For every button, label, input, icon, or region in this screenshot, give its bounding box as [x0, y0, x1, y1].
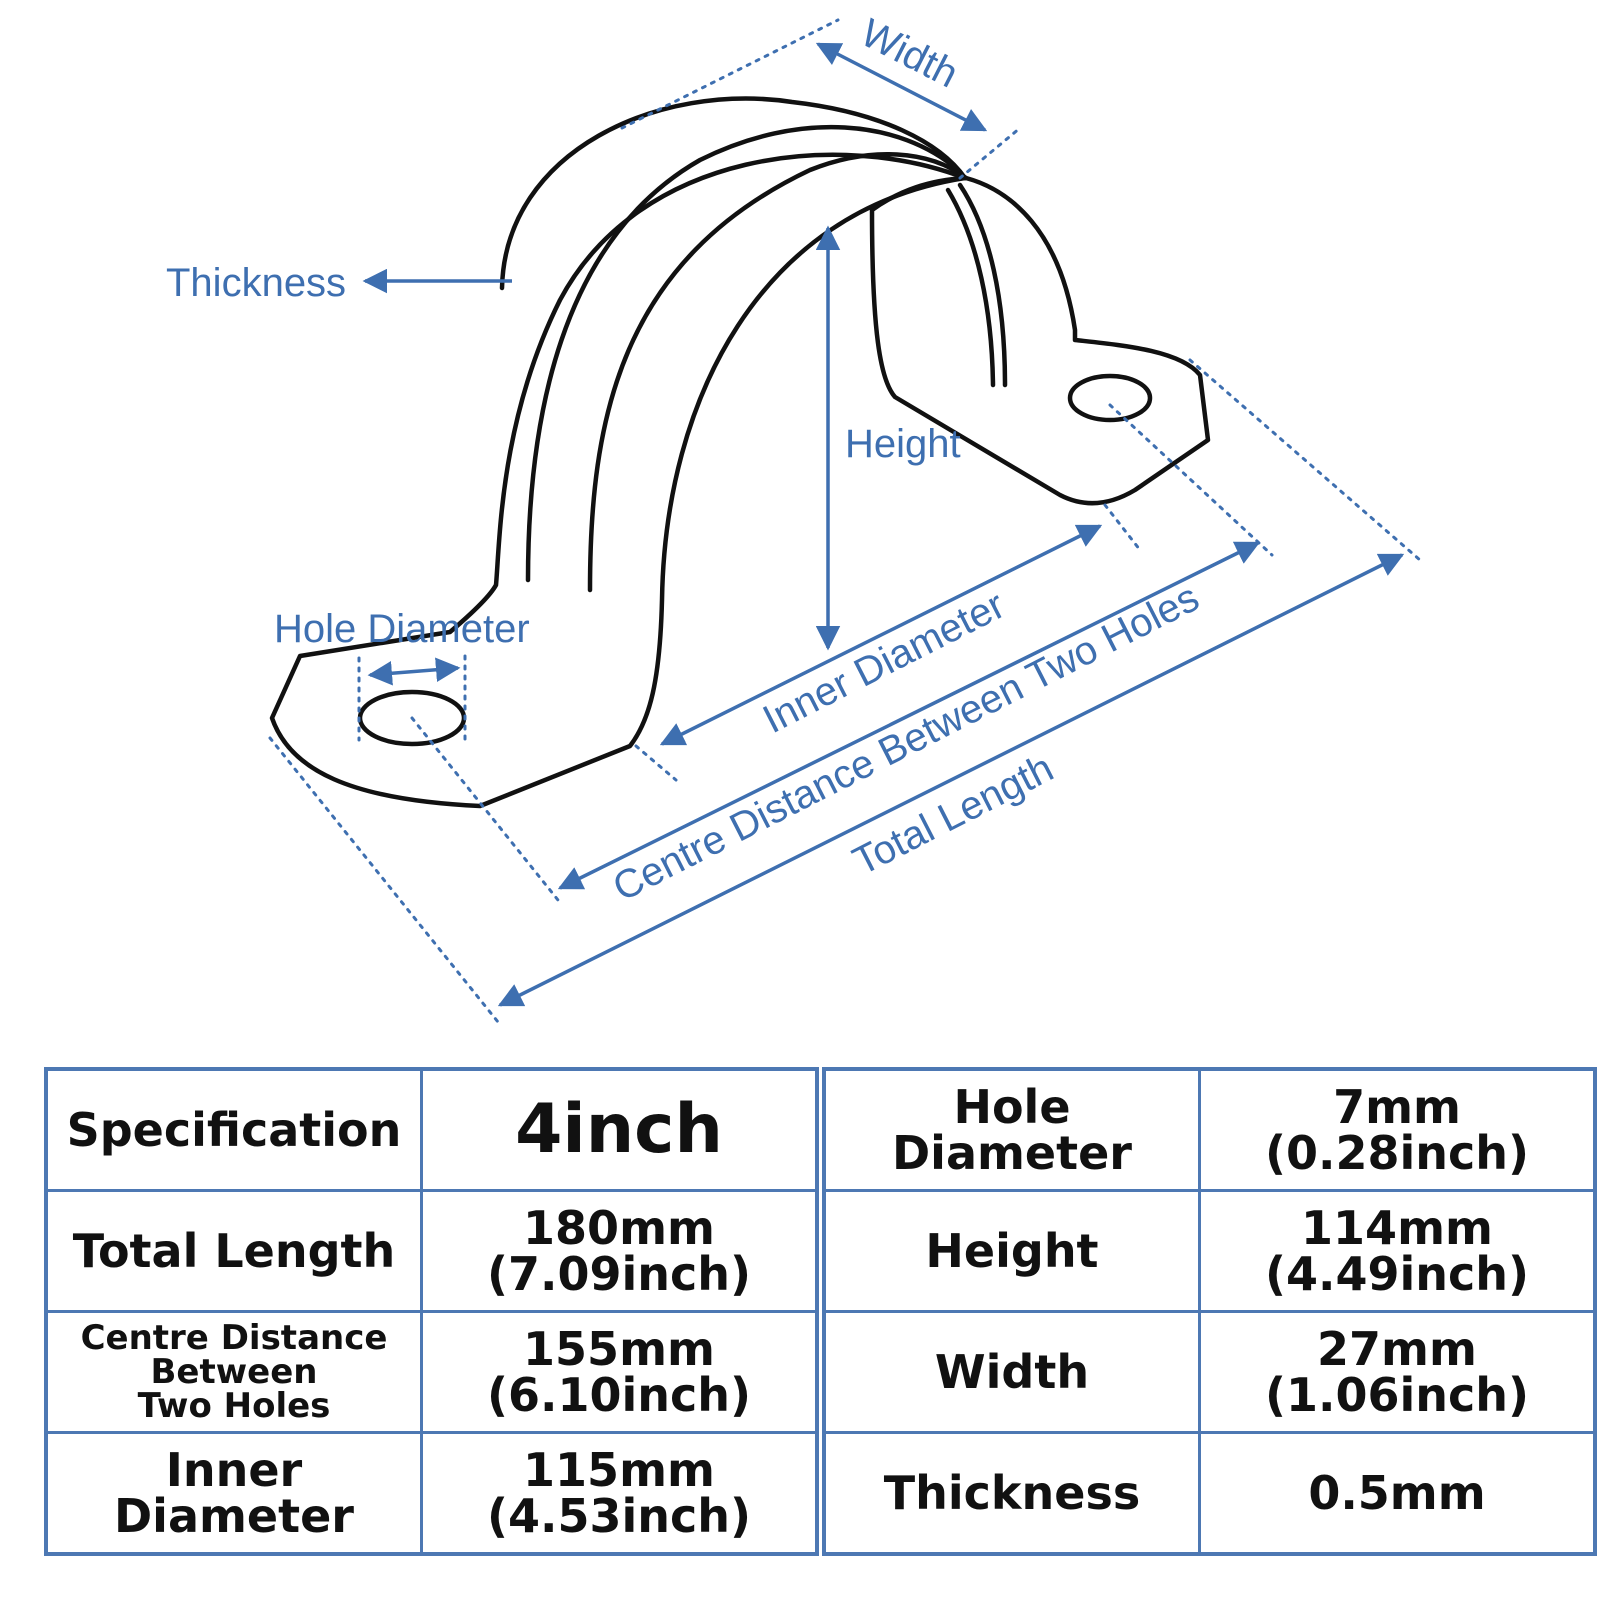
- spec-value: 114mm (4.49inch): [1198, 1189, 1597, 1313]
- table-row: Hole Diameter 7mm (0.28inch): [822, 1067, 1597, 1192]
- inner-diameter-arrow: [659, 524, 1103, 746]
- spec-label: Inner Diameter: [44, 1431, 423, 1556]
- spec-label: Width: [822, 1310, 1201, 1434]
- spec-table-left: Specification 4inch Total Length 180mm (…: [44, 1067, 819, 1556]
- strap-outline: [269, 96, 1211, 809]
- spec-label: Thickness: [822, 1431, 1201, 1556]
- table-row: Centre Distance Between Two Holes 155mm …: [44, 1310, 819, 1434]
- total-length-arrow: [497, 553, 1405, 1007]
- spec-value: 180mm (7.09inch): [420, 1189, 819, 1313]
- spec-value: 155mm (6.10inch): [420, 1310, 819, 1434]
- spec-label: Height: [822, 1189, 1201, 1313]
- height-label: Height: [845, 422, 961, 466]
- width-label: Width: [854, 11, 965, 97]
- spec-value: 4inch: [420, 1067, 819, 1192]
- spec-value: 0.5mm: [1198, 1431, 1597, 1556]
- strap-right-leg: [869, 175, 1211, 506]
- table-row: Specification 4inch: [44, 1067, 819, 1192]
- hole-diameter-label: Hole Diameter: [274, 607, 530, 651]
- spec-label: Total Length: [44, 1189, 423, 1313]
- thickness-label: Thickness: [166, 261, 346, 305]
- hole-diameter-arrow: [367, 657, 461, 686]
- strap-outer-arc: [499, 96, 968, 291]
- table-row: Height 114mm (4.49inch): [822, 1189, 1597, 1313]
- dimension-arrows: [362, 42, 1405, 1007]
- spec-value: 115mm (4.53inch): [420, 1431, 819, 1556]
- dotted-guides: [268, 18, 1422, 1024]
- strap-front-arc: [269, 152, 968, 809]
- table-row: Inner Diameter 115mm (4.53inch): [44, 1431, 819, 1556]
- spec-table-right: Hole Diameter 7mm (0.28inch) Height 114m…: [822, 1067, 1597, 1556]
- table-row: Width 27mm (1.06inch): [822, 1310, 1597, 1434]
- spec-label: Hole Diameter: [822, 1067, 1201, 1192]
- pipe-strap-diagram: Width Thickness Height Hole Diameter Inn…: [166, 11, 1422, 1024]
- strap-right-edge-1: [957, 182, 1008, 388]
- strap-inner-line-left: [587, 152, 969, 593]
- strap-inner-line-mid: [525, 124, 961, 583]
- strap-right-edge-2: [945, 187, 996, 388]
- table-row: Thickness 0.5mm: [822, 1431, 1597, 1556]
- right-hole: [1067, 373, 1153, 423]
- spec-value: 7mm (0.28inch): [1198, 1067, 1597, 1192]
- width-arrow: [815, 42, 988, 132]
- spec-label: Centre Distance Between Two Holes: [44, 1310, 423, 1434]
- spec-value: 27mm (1.06inch): [1198, 1310, 1597, 1434]
- spec-label: Specification: [44, 1067, 423, 1192]
- table-row: Total Length 180mm (7.09inch): [44, 1189, 819, 1313]
